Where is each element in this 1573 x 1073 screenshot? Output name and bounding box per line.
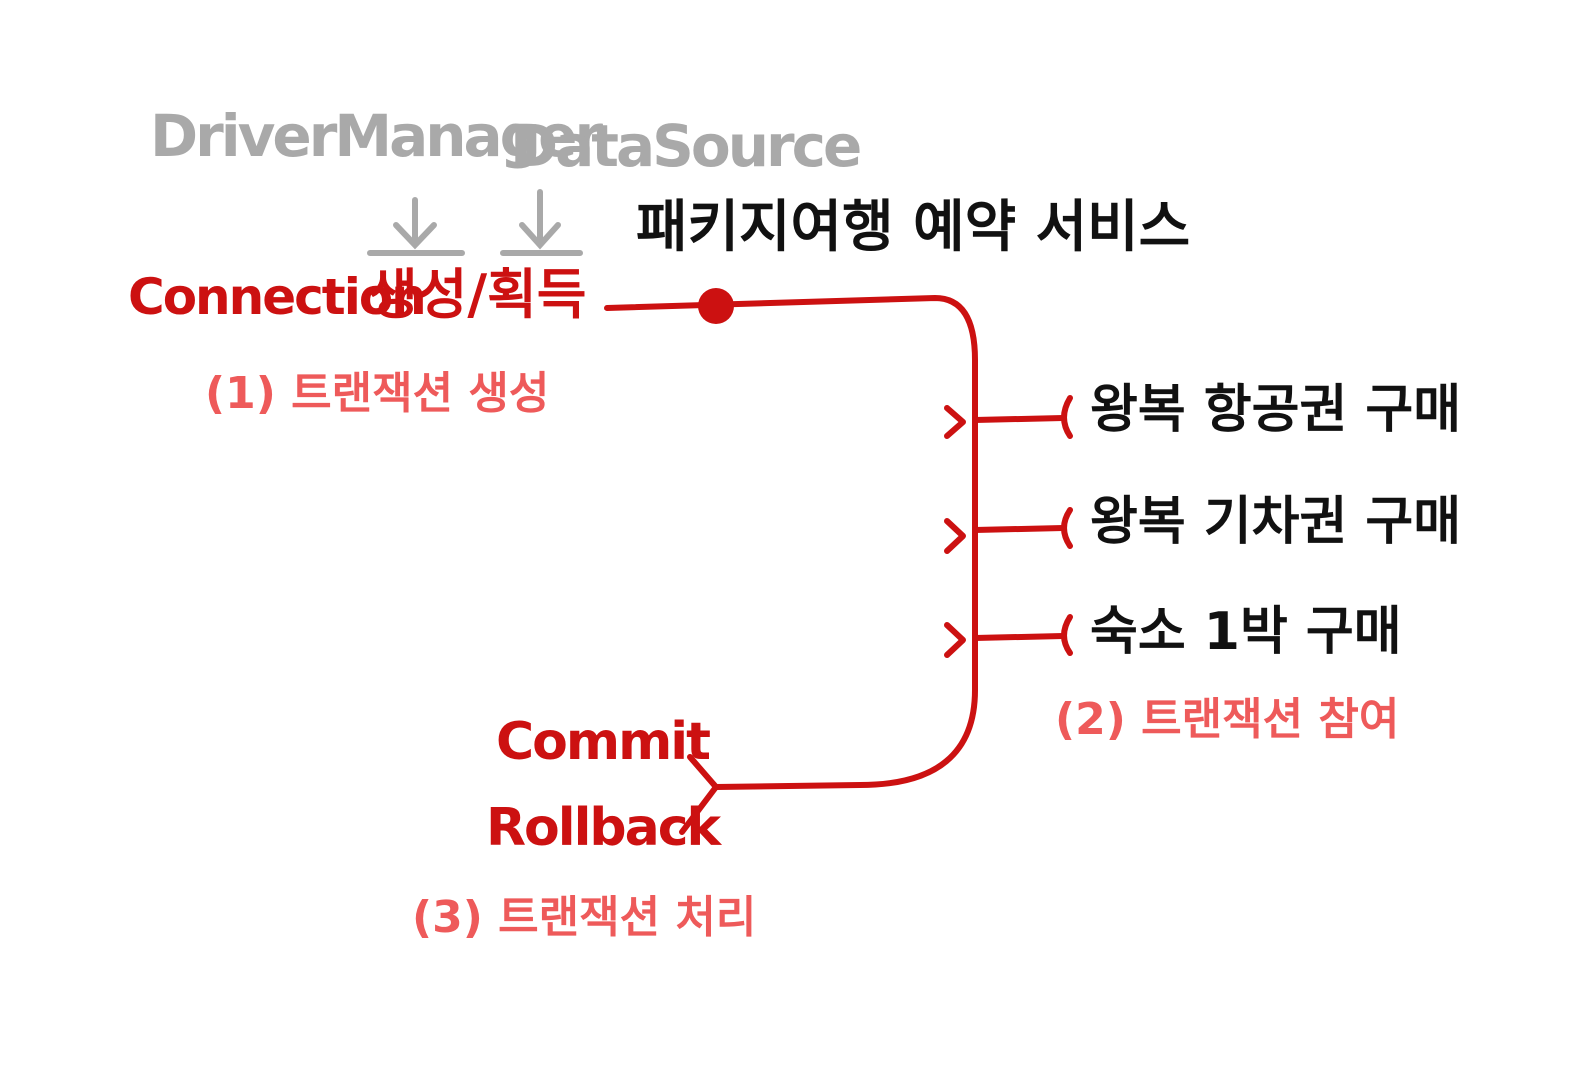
branch-lodging — [944, 614, 1073, 658]
participant-train: 왕복 기차권 구매 — [1090, 492, 1462, 552]
participant-flight: 왕복 항공권 구매 — [1090, 380, 1462, 440]
transaction-start-dot — [698, 288, 734, 324]
connection-label: Connection — [128, 268, 427, 326]
step3-label: (3) 트랜잭션 처리 — [412, 892, 757, 943]
data-source-arrow — [500, 189, 583, 256]
transaction-flow-line — [604, 295, 978, 790]
branch-train — [944, 507, 1073, 554]
end-fork — [679, 754, 719, 835]
diagram-title: 패키지여행 예약 서비스 — [636, 195, 1191, 260]
participant-lodging: 숙소 1박 구매 — [1090, 602, 1402, 662]
step1-label: (1) 트랜잭션 생성 — [205, 368, 550, 419]
rollback-label: Rollback — [486, 798, 721, 858]
connection-action-label: 생성/획득 — [368, 263, 587, 326]
commit-label: Commit — [496, 712, 711, 772]
step2-label: (2) 트랜잭션 참여 — [1055, 694, 1400, 745]
data-source-label: DataSource — [510, 112, 862, 180]
driver-manager-label: DriverManager — [150, 102, 603, 170]
branch-flight — [944, 395, 1073, 439]
driver-manager-arrow — [367, 197, 465, 256]
